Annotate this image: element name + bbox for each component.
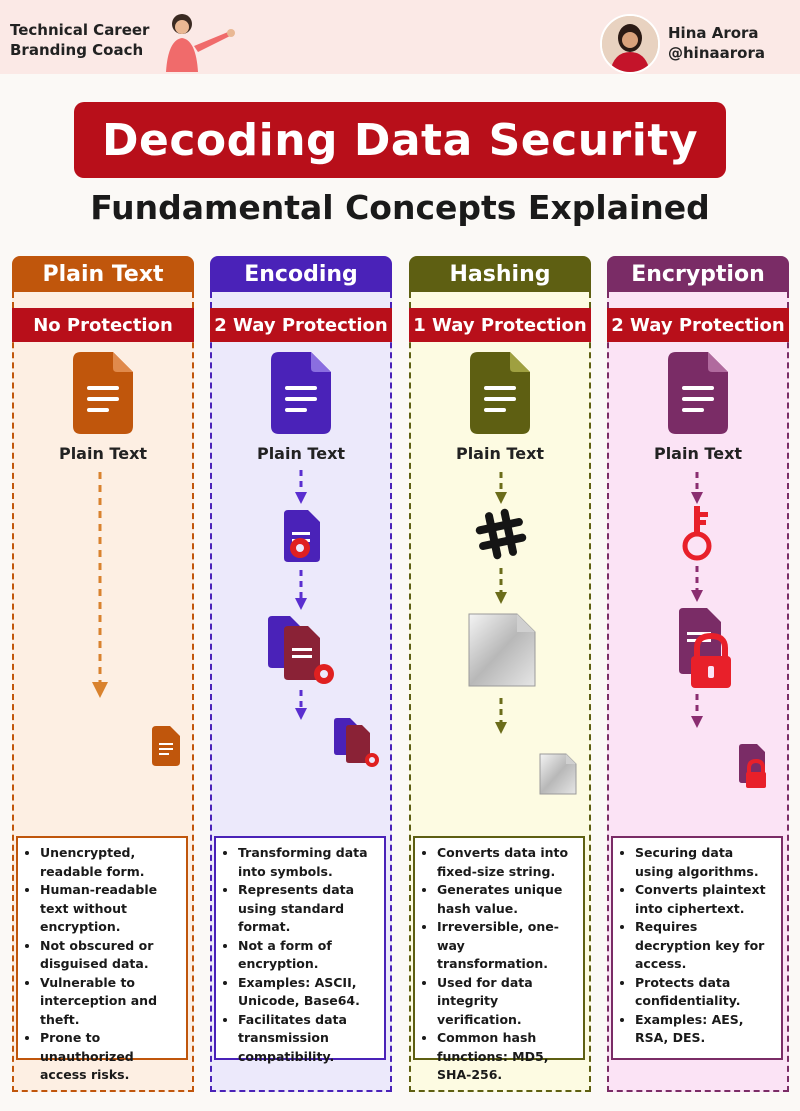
column-encryption: Encryption 2 Way Protection <box>607 256 789 1094</box>
small-hashed-document-icon <box>539 753 577 795</box>
column-title: Plain Text <box>12 256 194 292</box>
encoding-flow <box>268 352 379 767</box>
plain-text-flow <box>73 352 180 766</box>
list-item: Unencrypted, readable form. <box>40 844 180 881</box>
description-box: Unencrypted, readable form. Human-readab… <box>16 836 188 1082</box>
protection-label: 2 Way Protection <box>210 308 392 342</box>
encoded-document-icon <box>284 510 320 562</box>
hashing-flow <box>468 352 577 795</box>
description-box: Transforming data into symbols. Represen… <box>214 836 386 1064</box>
arrow-head <box>295 492 307 504</box>
arrow-head <box>495 592 507 604</box>
encrypted-document-icon <box>679 608 731 688</box>
small-document-icon <box>152 726 180 766</box>
column-encoding: Encoding 2 Way Protection <box>210 256 392 1094</box>
description-box: Securing data using algorithms. Converts… <box>611 836 783 1060</box>
arrow-head <box>295 708 307 720</box>
list-item: Examples: AES, RSA, DES. <box>635 1011 775 1048</box>
description-box: Converts data into fixed-size string. Ge… <box>413 836 585 1082</box>
header-bar: Technical Career Branding Coach Hina Aro… <box>0 0 800 74</box>
author-avatar <box>600 14 660 74</box>
coach-line-1: Technical Career <box>10 21 150 39</box>
document-icon <box>470 352 530 434</box>
arrow-head <box>495 722 507 734</box>
list-item: Converts data into fixed-size string. <box>437 844 577 881</box>
list-item: Common hash functions: MD5, SHA-256. <box>437 1029 577 1085</box>
encryption-flow <box>668 352 766 788</box>
list-item: Converts plaintext into ciphertext. <box>635 881 775 918</box>
document-label: Plain Text <box>653 444 743 463</box>
column-hashing: Hashing 1 Way Protection <box>409 256 591 1094</box>
coach-illustration <box>166 14 235 72</box>
list-item: Irreversible, one-way transformation. <box>437 918 577 974</box>
list-item: Not a form of encryption. <box>238 937 378 974</box>
document-label: Plain Text <box>256 444 346 463</box>
list-item: Prone to unauthorized access risks. <box>40 1029 180 1085</box>
list-item: Used for data integrity verification. <box>437 974 577 1030</box>
arrow-head <box>691 590 703 602</box>
author-handle: @hinaarora <box>668 44 765 62</box>
encoded-documents-icon <box>268 616 334 684</box>
protection-label: 1 Way Protection <box>409 308 591 342</box>
column-plain-text: Plain Text No Protection Plain Text Unen… <box>12 256 194 1094</box>
coach-title: Technical Career Branding Coach <box>10 20 149 60</box>
list-item: Securing data using algorithms. <box>635 844 775 881</box>
coach-line-2: Branding Coach <box>10 41 144 59</box>
list-item: Not obscured or disguised data. <box>40 937 180 974</box>
small-encoded-documents-icon <box>334 718 379 767</box>
arrow-head <box>92 682 108 698</box>
arrow-head <box>691 492 703 504</box>
page-title: Decoding Data Security <box>101 114 699 166</box>
title-banner: Decoding Data Security <box>74 102 726 178</box>
document-label: Plain Text <box>58 444 148 463</box>
list-item: Human-readable text without encryption. <box>40 881 180 937</box>
arrow-head <box>691 716 703 728</box>
document-label: Plain Text <box>455 444 545 463</box>
small-encrypted-document-icon <box>739 744 766 788</box>
list-item: Examples: ASCII, Unicode, Base64. <box>238 974 378 1011</box>
column-title: Encoding <box>210 256 392 292</box>
list-item: Transforming data into symbols. <box>238 844 378 881</box>
list-item: Generates unique hash value. <box>437 881 577 918</box>
protection-label: 2 Way Protection <box>607 308 789 342</box>
list-item: Vulnerable to interception and theft. <box>40 974 180 1030</box>
hash-icon <box>475 508 527 560</box>
protection-label: No Protection <box>12 308 194 342</box>
list-item: Requires decryption key for access. <box>635 918 775 974</box>
key-icon <box>682 506 712 561</box>
list-item: Represents data using standard format. <box>238 881 378 937</box>
author-info: Hina Arora @hinaarora <box>668 23 765 63</box>
arrow-head <box>295 598 307 610</box>
list-item: Facilitates data transmission compatibil… <box>238 1011 378 1067</box>
document-icon <box>668 352 728 434</box>
page-subtitle: Fundamental Concepts Explained <box>90 188 710 227</box>
column-title: Hashing <box>409 256 591 292</box>
author-name: Hina Arora <box>668 24 759 42</box>
arrow-head <box>495 492 507 504</box>
hashed-document-icon <box>468 613 536 687</box>
column-title: Encryption <box>607 256 789 292</box>
document-icon <box>73 352 133 434</box>
document-icon <box>271 352 331 434</box>
list-item: Protects data confidentiality. <box>635 974 775 1011</box>
